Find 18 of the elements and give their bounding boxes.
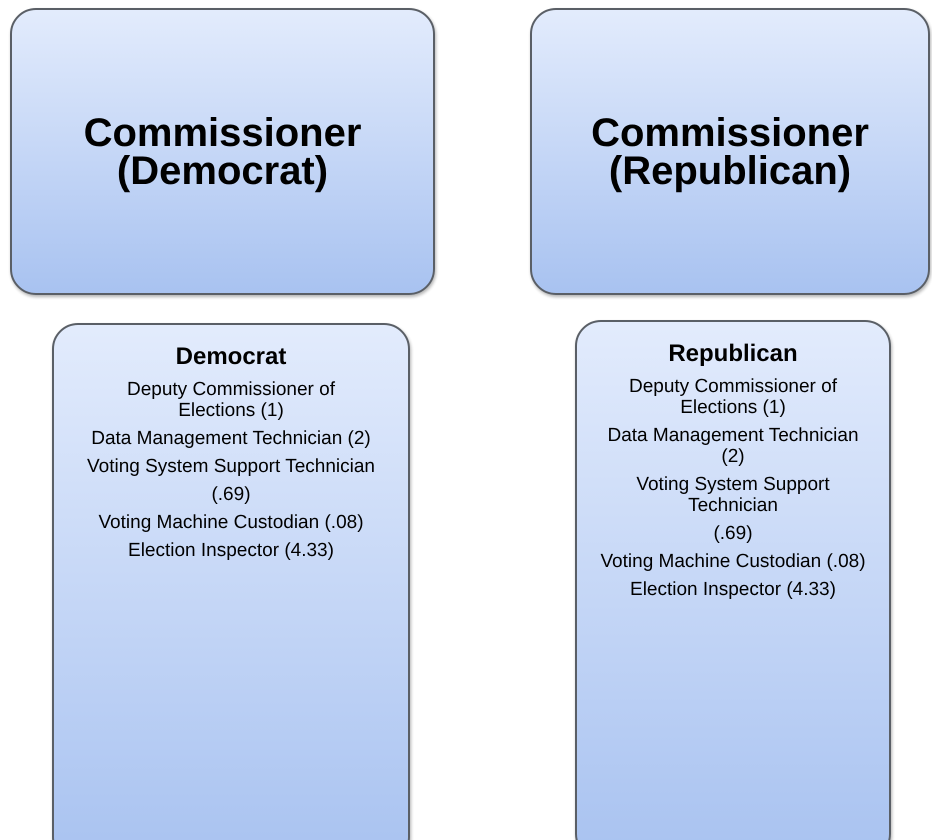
commissioner-box [530, 8, 930, 295]
staff-item: Voting System Support Technician [87, 456, 375, 477]
staff-item: Deputy Commissioner of Elections (1) [628, 376, 838, 418]
staff-item: Voting Machine Custodian (.08) [98, 512, 364, 533]
staff-box [52, 323, 410, 840]
staff-item: Deputy Commissioner of Elections (1) [126, 379, 336, 421]
box-heading: Democrat [176, 343, 286, 371]
staff-item: Election Inspector (4.33) [630, 579, 836, 600]
staff-item: Election Inspector (4.33) [128, 540, 334, 561]
staff-item: (.69) [713, 523, 753, 544]
staff-box [575, 320, 891, 840]
staff-item: (.69) [211, 484, 251, 505]
box-heading: Republican [668, 340, 798, 368]
commissioner-box [10, 8, 435, 295]
staff-item: Voting System Support Technician [635, 474, 831, 516]
staff-item: Data Management Technician (2) [606, 425, 860, 467]
staff-item: Data Management Technician (2) [91, 428, 371, 449]
staff-item: Voting Machine Custodian (.08) [600, 551, 866, 572]
